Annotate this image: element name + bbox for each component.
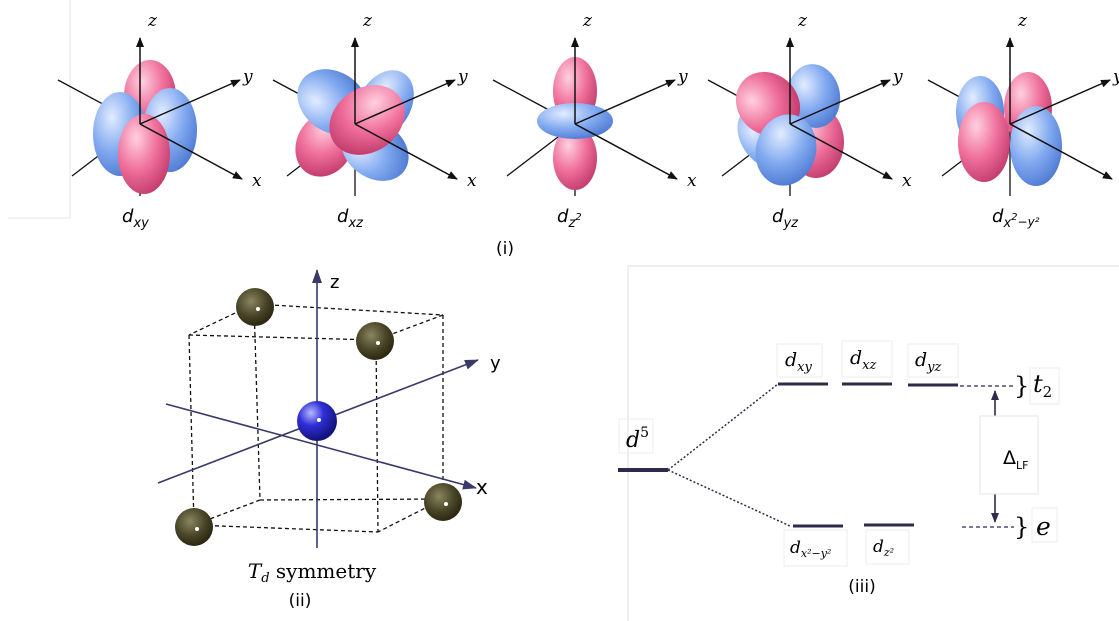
- orbital-diagram-dz2: z y x dz2: [492, 11, 697, 231]
- panel-ii-tetrahedral: z y x Td symmetry (ii): [157, 269, 501, 611]
- x-axis-label: x: [902, 171, 912, 191]
- t2-set-label: t2: [1033, 370, 1052, 401]
- x-axis-label: x: [687, 171, 697, 191]
- orbital-row: zyxdxyzyxdxzzyxdz2zyxdyzzyxdx2−y²: [57, 11, 1119, 231]
- panel-i-label: (i): [496, 239, 514, 259]
- z-axis-label: z: [147, 11, 158, 31]
- ligand-atom: [236, 288, 274, 326]
- e-set-label: e: [1036, 512, 1051, 541]
- splitting-label: ΔLF: [1003, 447, 1028, 472]
- symmetry-caption: Td symmetry: [248, 559, 377, 586]
- panel-ii-label: (ii): [289, 591, 312, 611]
- label-box: [618, 418, 654, 454]
- y-axis: [574, 79, 676, 125]
- panel-iii-label: (iii): [848, 577, 875, 597]
- correlation-line-up: [667, 383, 779, 471]
- y-axis: [1009, 79, 1111, 125]
- orbital-label: dz2: [557, 206, 582, 231]
- z-axis-label: z: [330, 272, 339, 293]
- y-axis-label: y: [892, 67, 903, 87]
- orbital-diagram-dxz: z y x dxz: [272, 11, 477, 231]
- z-axis-label: z: [362, 11, 373, 31]
- x-axis: [354, 123, 458, 180]
- panel-frame-line: [8, 0, 71, 219]
- panel-frame-line: [627, 265, 1119, 621]
- x-axis: [1009, 123, 1113, 180]
- brace: }: [1014, 513, 1029, 541]
- z-axis-label: z: [797, 11, 808, 31]
- x-axis-label: x: [467, 171, 477, 191]
- y-axis: [354, 79, 456, 125]
- panel-iii-splitting: d5 dxy dxz dyz dx²−y² dz² ΔLF } } t2: [618, 265, 1119, 621]
- t2-orbital-label: dxy: [785, 349, 813, 375]
- z-axis-label: z: [1017, 11, 1028, 31]
- panel-i-orbitals: zyxdxyzyxdxzzyxdz2zyxdyzzyxdx2−y² (i): [8, 0, 1119, 259]
- y-axis: [139, 79, 241, 125]
- y-axis-label: y: [677, 67, 688, 87]
- correlation-line-down: [667, 469, 791, 527]
- ligand-atom: [424, 483, 462, 521]
- x-axis: [165, 403, 477, 490]
- x-axis-label: x: [476, 475, 488, 499]
- e-orbital-label: dx²−y²: [790, 538, 831, 560]
- y-axis-label: y: [242, 67, 253, 87]
- x-axis: [789, 123, 893, 180]
- orbital-label: dxy: [122, 206, 149, 231]
- orbital-label: dyz: [772, 206, 799, 231]
- orbital-lobe: [958, 102, 1010, 182]
- orbital-lobe: [755, 114, 817, 186]
- orbital-label: dx2−y²: [992, 206, 1040, 231]
- t2-orbital-label: dxz: [850, 347, 877, 373]
- e-orbital-label: dz²: [873, 537, 894, 559]
- y-axis-label: y: [490, 353, 501, 374]
- orbital-label: dxz: [337, 206, 364, 231]
- y-axis: [789, 79, 891, 125]
- t2-orbital-label: dyz: [915, 349, 942, 375]
- x-axis-label: x: [252, 171, 262, 191]
- brace: }: [1014, 372, 1029, 400]
- free-ion-label: d5: [626, 425, 649, 453]
- ligand-atom: [356, 322, 394, 360]
- orbital-lobe: [787, 64, 841, 128]
- central-metal-atom: [297, 401, 337, 441]
- z-axis-label: z: [582, 11, 593, 31]
- orbital-diagram-dyz: z y x dyz: [707, 11, 912, 231]
- ligand-atom: [175, 508, 213, 546]
- label-box: [979, 415, 1039, 495]
- x-axis: [139, 123, 243, 180]
- orbital-lobe: [553, 126, 597, 190]
- x-axis: [574, 123, 678, 180]
- orbital-lobe: [1010, 106, 1062, 186]
- orbital-lobe: [329, 85, 405, 155]
- y-axis-label: y: [1112, 67, 1119, 87]
- orbital-diagram-dx2y2: zyxdx2−y²: [927, 11, 1119, 231]
- y-axis-label: y: [457, 67, 468, 87]
- orbital-diagram-dxy: z y x dxy: [57, 11, 262, 231]
